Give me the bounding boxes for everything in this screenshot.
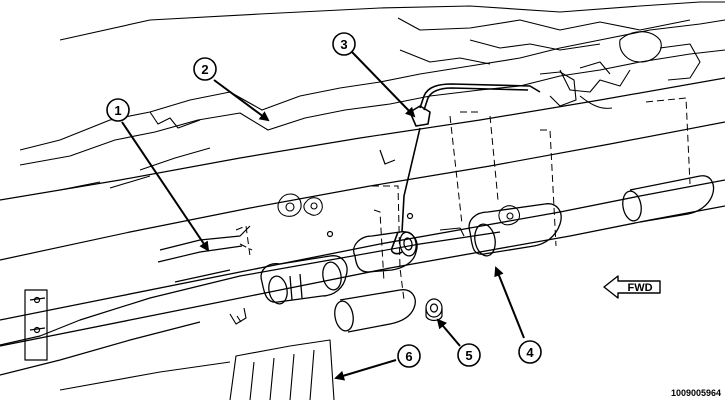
leader-line-6 bbox=[334, 359, 397, 381]
exhaust-pipe bbox=[0, 175, 725, 347]
callout-1: 1 bbox=[106, 98, 130, 122]
hidden-lines bbox=[235, 97, 691, 301]
forward-direction-arrow: FWD bbox=[603, 275, 661, 299]
oxygen-sensor-wire bbox=[390, 83, 541, 255]
callout-4-label: 4 bbox=[526, 345, 534, 360]
callout-6: 6 bbox=[397, 344, 421, 368]
leader-line-2 bbox=[213, 79, 270, 122]
leader-line-4 bbox=[494, 266, 525, 339]
body-floor-panel bbox=[19, 1, 725, 191]
callout-1-label: 1 bbox=[114, 103, 121, 118]
forward-arrow-icon bbox=[603, 275, 661, 299]
callout-2: 2 bbox=[193, 57, 217, 81]
callout-3-label: 3 bbox=[340, 37, 347, 52]
callout-5-label: 5 bbox=[465, 348, 472, 363]
crossmember bbox=[59, 339, 335, 400]
frame-rail bbox=[0, 77, 725, 376]
leader-line-5 bbox=[436, 318, 461, 347]
leader-line-1 bbox=[121, 121, 210, 252]
callout-6-label: 6 bbox=[405, 349, 412, 364]
figure-id: 1009005964 bbox=[671, 388, 721, 398]
callout-2-label: 2 bbox=[201, 62, 208, 77]
nut-fastener bbox=[425, 298, 443, 322]
callout-5: 5 bbox=[457, 343, 481, 367]
forward-label: FWD bbox=[627, 282, 652, 294]
leader-lines bbox=[121, 51, 525, 381]
hanger-brackets bbox=[229, 61, 611, 325]
callout-3: 3 bbox=[332, 32, 356, 56]
leader-line-3 bbox=[351, 51, 416, 118]
callout-4: 4 bbox=[518, 340, 542, 364]
